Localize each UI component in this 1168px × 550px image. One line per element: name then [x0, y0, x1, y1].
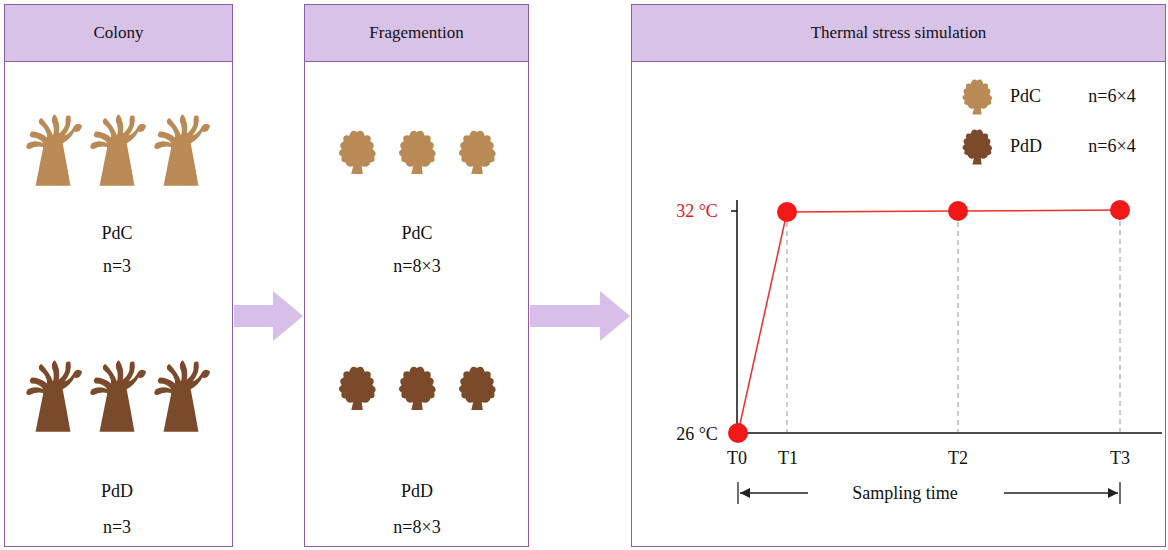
label: T2: [946, 448, 970, 469]
label: T0: [725, 448, 749, 469]
label: n=3: [101, 517, 133, 538]
label: n=3: [101, 256, 133, 277]
legend-text: PdD: [1010, 136, 1042, 157]
label: 26 °C: [674, 424, 720, 445]
panel-title: Fragemention: [369, 23, 463, 43]
legend-text: PdC: [1010, 86, 1041, 107]
panel-title: Thermal stress simulation: [811, 23, 987, 43]
panel-title: Colony: [93, 23, 143, 43]
panel: Thermal stress simulation: [631, 4, 1166, 547]
flow-arrow: [530, 291, 630, 341]
label: T1: [776, 448, 800, 469]
flow-arrow: [234, 291, 303, 341]
label: n=6×4: [1086, 136, 1137, 157]
panel-header: Fragemention: [305, 5, 528, 62]
label: n=8×3: [391, 517, 442, 538]
label: PdD: [99, 481, 135, 502]
label: 32 °C: [674, 201, 720, 222]
label: n=6×4: [1086, 86, 1137, 107]
panel-header: Thermal stress simulation: [632, 5, 1165, 62]
label: Sampling time: [850, 483, 960, 504]
label: n=8×3: [391, 256, 442, 277]
label: PdC: [99, 223, 134, 244]
label: T3: [1108, 448, 1132, 469]
panel-header: Colony: [5, 5, 232, 62]
label: PdD: [399, 481, 435, 502]
label: PdC: [399, 223, 434, 244]
